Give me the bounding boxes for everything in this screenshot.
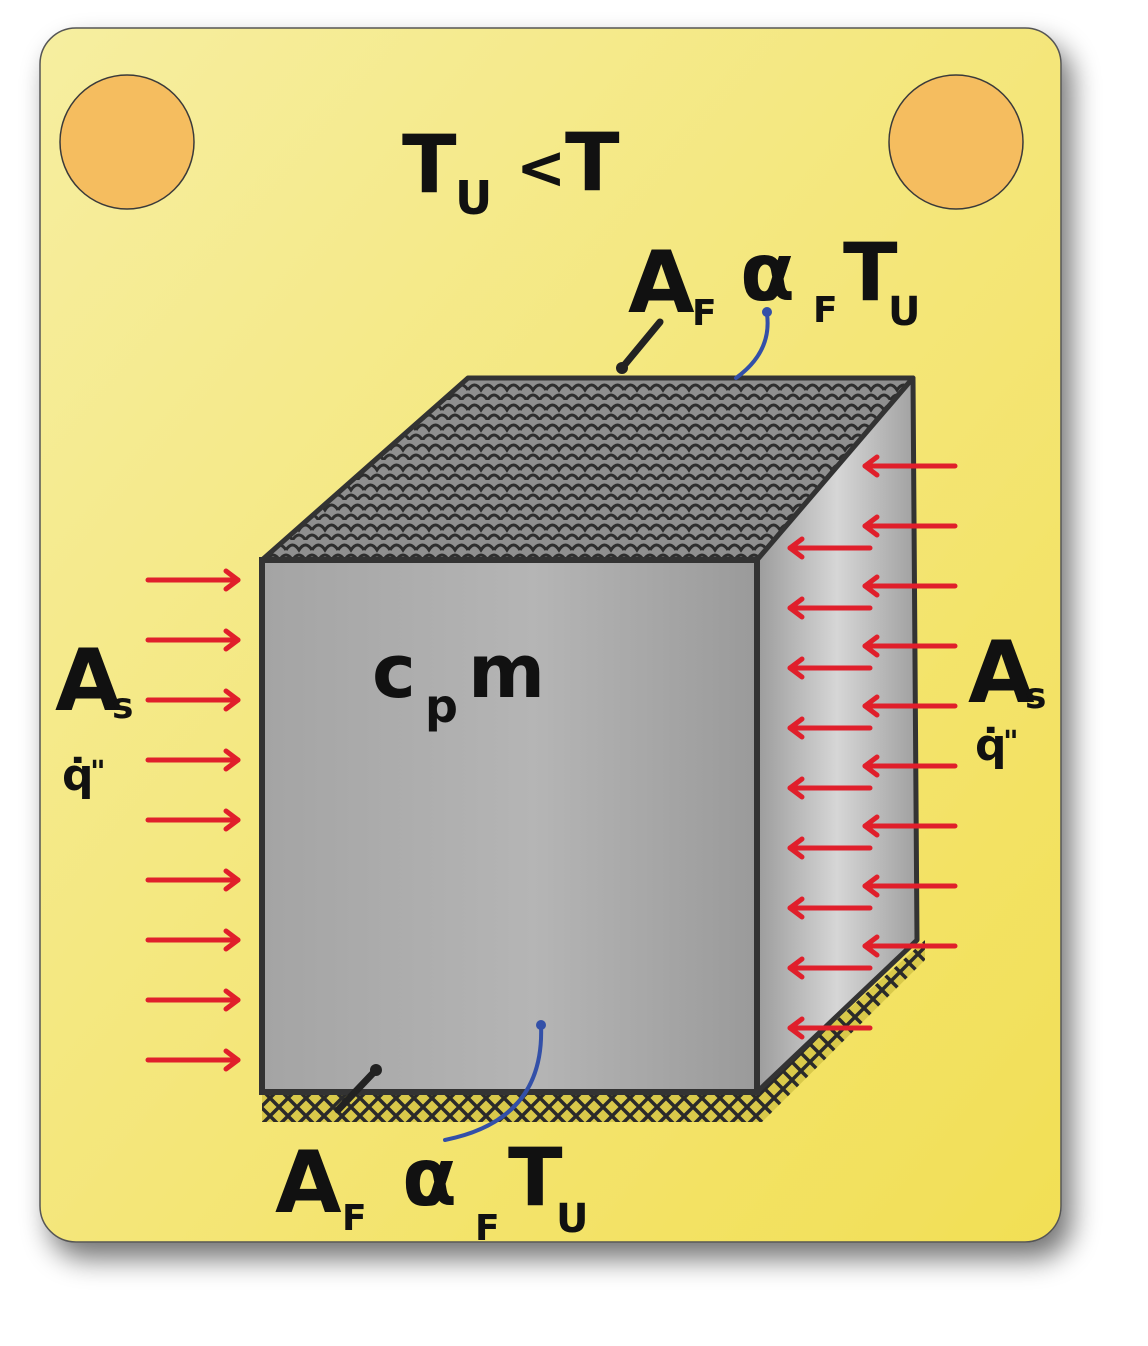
left-flux-label: A s q̇ " — [55, 631, 133, 801]
top-A-sub: F — [692, 293, 717, 334]
arrow-icon — [145, 628, 241, 652]
arrow-icon — [145, 748, 241, 772]
condition-label: T U < T — [402, 116, 620, 225]
right-q-sup: " — [1003, 725, 1019, 760]
arrow-icon — [145, 808, 241, 832]
arrow-icon — [787, 596, 873, 620]
top-leader-blue — [734, 312, 770, 380]
condition-T2: T — [565, 116, 620, 209]
right-A-sub: s — [1025, 676, 1046, 717]
top-T: T — [843, 226, 898, 319]
top-A: A — [628, 233, 695, 333]
arrow-icon — [787, 716, 873, 740]
arrow-icon — [862, 634, 958, 658]
left-A-sub: s — [112, 686, 133, 727]
top-T-sub: U — [888, 289, 920, 335]
right-A: A — [968, 623, 1035, 723]
arrow-icon — [145, 868, 241, 892]
arrow-icon — [862, 694, 958, 718]
arrow-icon — [862, 814, 958, 838]
arrow-icon — [862, 754, 958, 778]
block-p: p — [425, 679, 458, 733]
top-leader-black — [618, 318, 664, 372]
arrow-icon — [145, 988, 241, 1012]
arrow-icon — [145, 688, 241, 712]
bottom-alpha: α — [402, 1131, 457, 1224]
top-alpha-sub: F — [813, 290, 838, 331]
top-surface-label: A F α F T U — [628, 226, 920, 335]
right-heat-arrows — [787, 454, 958, 1040]
arrow-icon — [787, 776, 873, 800]
top-alpha: α — [740, 226, 795, 319]
bottom-leader-blue-dot — [536, 1020, 546, 1030]
pin-icon-left — [59, 74, 195, 210]
arrow-icon — [787, 536, 873, 560]
arrow-icon — [787, 1016, 873, 1040]
block-front-face — [259, 557, 760, 1095]
arrow-icon — [862, 514, 958, 538]
condition-U: U — [455, 171, 492, 225]
block-c: c — [372, 629, 416, 715]
arrow-icon — [787, 956, 873, 980]
arrow-icon — [862, 934, 958, 958]
arrow-icon — [145, 1048, 241, 1072]
left-heat-arrows — [145, 568, 241, 1072]
right-q: q̇ — [975, 720, 1007, 771]
bottom-leader-black — [334, 1066, 380, 1114]
bottom-leader-dot — [370, 1064, 382, 1076]
bottom-A: A — [275, 1133, 342, 1233]
arrow-icon — [145, 568, 241, 592]
bottom-T: T — [508, 1131, 563, 1224]
arrow-icon — [862, 874, 958, 898]
block-label: c p m — [372, 629, 545, 733]
left-A: A — [55, 631, 122, 731]
pin-icon-right — [888, 74, 1024, 210]
bottom-T-sub: U — [556, 1196, 588, 1242]
condition-lt: < — [516, 133, 566, 203]
arrow-icon — [787, 836, 873, 860]
arrow-icon — [787, 896, 873, 920]
arrow-icon — [862, 574, 958, 598]
block-m: m — [468, 629, 545, 715]
left-q: q̇ — [62, 750, 94, 801]
arrow-icon — [862, 454, 958, 478]
left-q-sup: " — [90, 755, 106, 790]
arrow-icon — [145, 928, 241, 952]
bottom-contact-surface — [262, 940, 925, 1122]
arrow-icon — [787, 656, 873, 680]
condition-T: T — [402, 118, 457, 211]
top-leader-blue-dot — [762, 307, 772, 317]
right-flux-label: A s q̇ " — [968, 623, 1046, 771]
bottom-surface-label: A F α F T U — [275, 1131, 588, 1249]
bottom-A-sub: F — [342, 1198, 367, 1239]
bottom-alpha-sub: F — [475, 1208, 500, 1249]
bottom-leader-blue — [443, 1023, 544, 1142]
top-leader-dot — [616, 362, 628, 374]
